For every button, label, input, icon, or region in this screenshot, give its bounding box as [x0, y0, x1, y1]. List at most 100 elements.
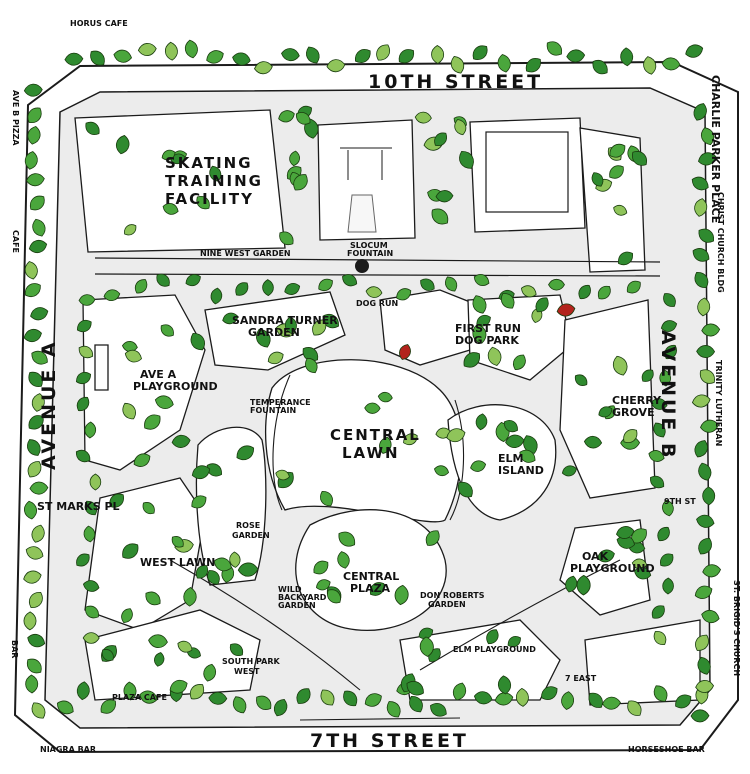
tree-icon [445, 276, 458, 292]
svg-text:ISLAND: ISLAND [498, 464, 544, 477]
tree-icon [697, 656, 711, 675]
tree-icon [76, 319, 92, 333]
svg-text:SKATING: SKATING [165, 154, 253, 172]
tree-icon [565, 575, 578, 593]
tree-icon [32, 218, 46, 237]
tree-icon [78, 294, 96, 306]
tree-icon [26, 658, 42, 674]
tree-icon [406, 680, 424, 696]
tree-icon [698, 152, 717, 166]
tree-icon [237, 562, 259, 577]
svg-text:ROSE: ROSE [236, 521, 260, 530]
tree-icon [56, 700, 74, 715]
tree-icon [293, 174, 308, 191]
tree-icon [121, 608, 133, 623]
area-temperance-label: TEMPERANCE FOUNTAIN [250, 398, 311, 415]
tree-icon [641, 369, 654, 382]
tree-icon [369, 582, 385, 596]
tree-icon [229, 643, 244, 656]
svg-text:FOUNTAIN: FOUNTAIN [250, 406, 296, 415]
area-central-plaza-label: CENTRAL PLAZA [343, 570, 399, 595]
tree-icon [31, 350, 48, 365]
tree-icon [289, 150, 300, 167]
tree-icon [316, 579, 331, 591]
tree-icon [648, 450, 665, 462]
niagra-label: NIAGRA BAR [40, 745, 96, 754]
tree-icon [472, 324, 487, 344]
tree-icon [578, 284, 591, 300]
area-west-lawn-label: WEST LAWN [140, 556, 215, 569]
tree-icon [213, 557, 232, 572]
tree-icon [472, 295, 487, 314]
tree-icon [113, 49, 132, 63]
tree-icon [342, 274, 358, 287]
tree-icon [631, 558, 648, 570]
tree-icon [144, 414, 161, 430]
tree-icon [338, 531, 356, 547]
tree-icon [267, 351, 284, 365]
svg-text:GROVE: GROVE [612, 406, 655, 419]
tree-icon [196, 196, 210, 210]
tree-icon [643, 56, 657, 75]
tree-icon [696, 514, 715, 528]
area-slocum-label: SLOCUM FOUNTAIN [347, 241, 393, 258]
tree-icon [663, 293, 676, 307]
tree-icon [256, 328, 271, 348]
tree-icon [305, 357, 318, 374]
tree-icon [548, 278, 565, 291]
tree-icon [23, 611, 37, 631]
tree-icon [513, 354, 526, 370]
tree-icon [697, 297, 711, 317]
area-oak-playground-label: OAK PLAYGROUND [570, 550, 655, 575]
tree-icon [430, 703, 447, 717]
tree-icon [364, 402, 381, 414]
tree-icon [662, 577, 674, 595]
tree-icon [675, 694, 692, 709]
tree-icon [651, 605, 665, 619]
tree-icon [133, 453, 151, 467]
east-side-label: CHARLIE PARKER PLACE [709, 75, 722, 223]
tree-icon [232, 696, 247, 714]
tree-icon [653, 631, 667, 645]
tree-icon [561, 465, 577, 477]
svg-text:SANDRA TURNER: SANDRA TURNER [232, 314, 338, 327]
tree-icon [598, 406, 613, 418]
tree-icon [365, 286, 383, 298]
tree-icon [23, 83, 43, 97]
svg-text:ELM: ELM [498, 452, 523, 465]
tree-icon [191, 465, 211, 480]
svg-text:CENTRAL: CENTRAL [330, 426, 421, 444]
area-elm-playground-label: ELM PLAYGROUND [453, 645, 536, 654]
tree-icon [209, 165, 222, 182]
tree-icon [698, 538, 712, 555]
tree-icon [519, 449, 536, 463]
tree-icon [279, 231, 294, 245]
tree-icon [627, 700, 642, 716]
tree-icon [23, 328, 42, 343]
tree-icon [90, 50, 105, 66]
tree-icon [556, 303, 576, 317]
trinity-label: TRINITY LUTHERAN [714, 360, 723, 446]
tree-icon [653, 422, 666, 438]
tree-icon [154, 395, 174, 409]
tree-icon [507, 636, 521, 648]
tree-icon [177, 640, 193, 653]
tree-icon [137, 43, 157, 56]
tree-icon [142, 502, 155, 515]
tree-icon [190, 332, 205, 351]
tree-icon [103, 289, 121, 301]
tree-icon [399, 344, 411, 360]
tree-icon [100, 699, 116, 714]
tree-icon [281, 48, 300, 62]
tree-icon [25, 674, 39, 694]
tree-icon [500, 293, 515, 309]
tree-icon [409, 695, 423, 713]
tree-icon [161, 149, 176, 161]
tree-icon [695, 680, 715, 693]
tree-icon [698, 228, 715, 243]
svg-text:WEST: WEST [234, 667, 260, 676]
tree-icon [459, 151, 474, 169]
tree-icon [235, 282, 249, 296]
tree-icon [702, 564, 721, 578]
